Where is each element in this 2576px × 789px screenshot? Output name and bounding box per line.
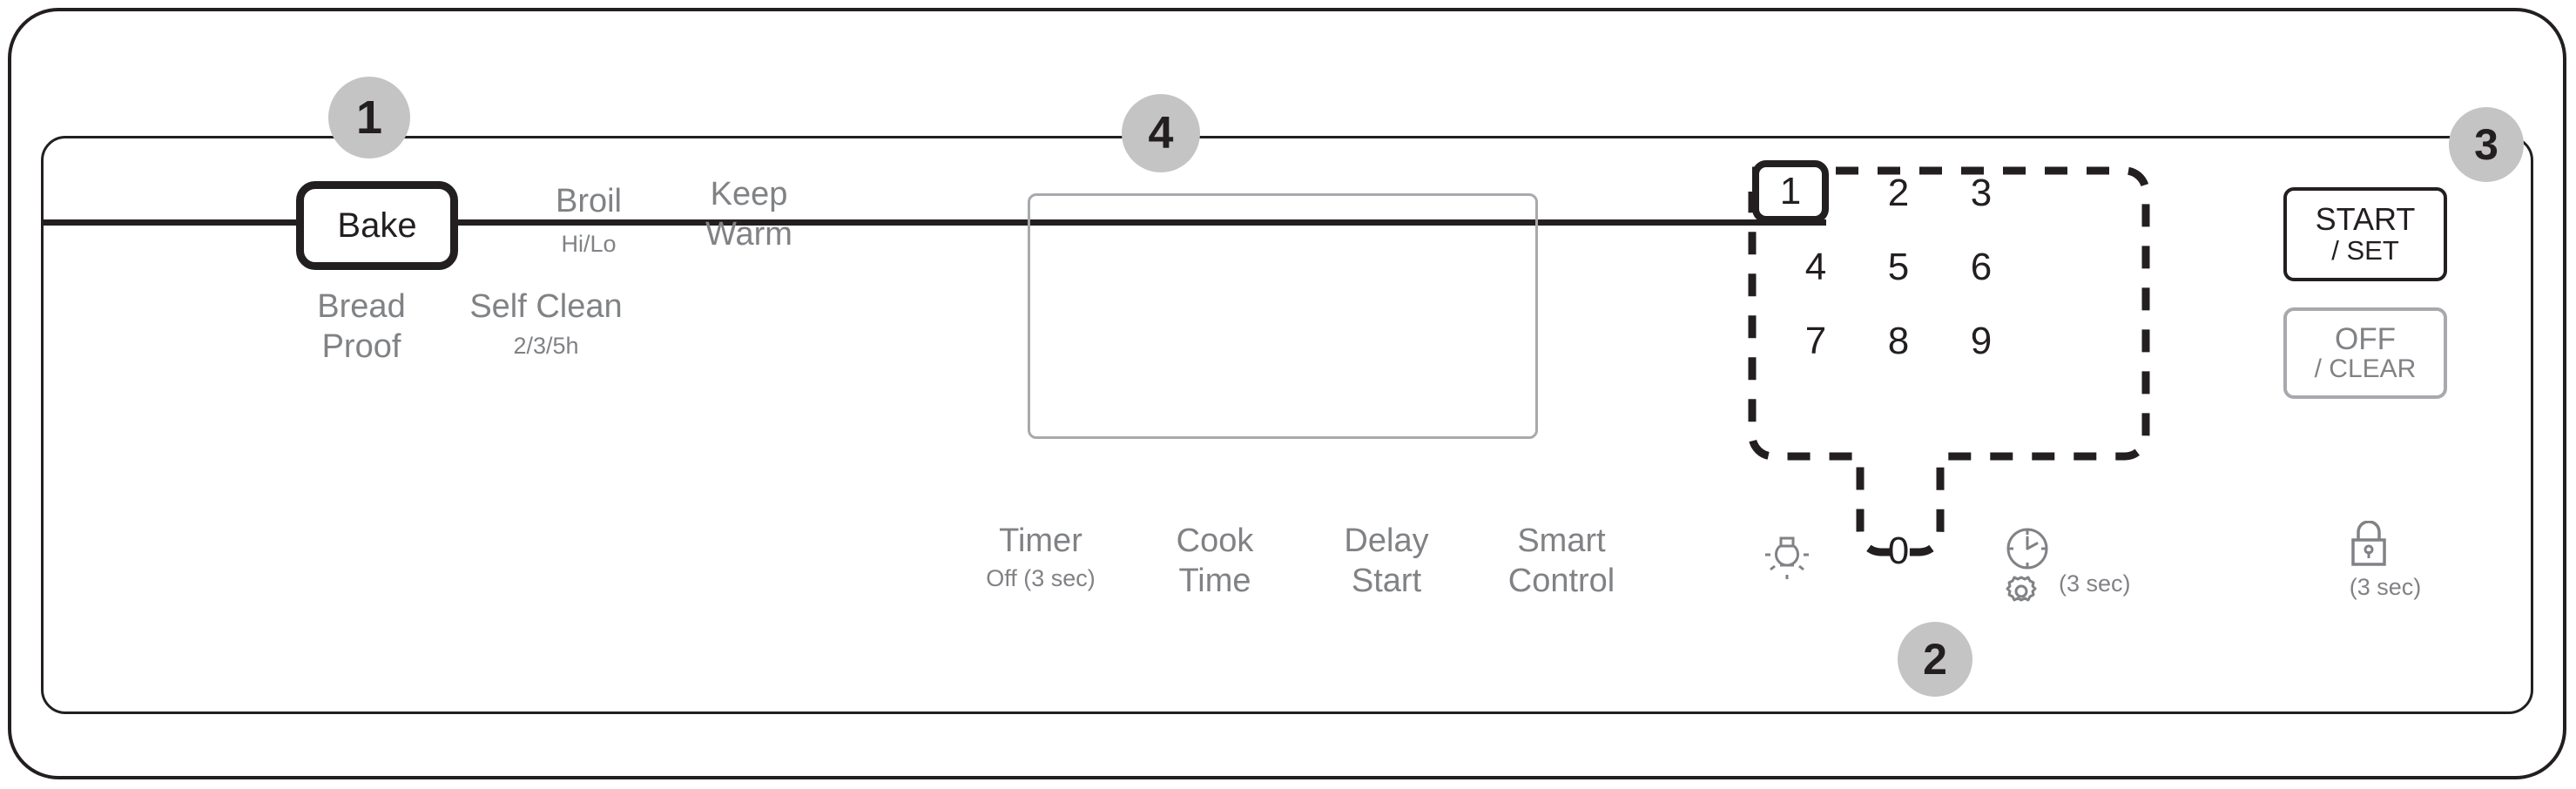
legend-smart-control: Control <box>1507 563 1615 599</box>
start-set-button[interactable]: START / SET <box>2283 187 2447 281</box>
legend-cook-time: Time <box>1178 563 1251 599</box>
gear-icon[interactable] <box>2003 573 2040 610</box>
keypad-key-1-label: 1 <box>1779 170 1802 212</box>
lock-hold-duration-label: (3 sec) <box>2349 574 2422 600</box>
keypad-key-1-highlighted[interactable]: 1 <box>1752 160 1829 223</box>
start-set-line2: / SET <box>2331 234 2399 266</box>
keypad-key-8[interactable]: 8 <box>1887 320 1910 362</box>
callout-badge-4: 4 <box>1122 94 1200 172</box>
legend-broil: Broil <box>555 183 623 219</box>
legend-smart: Smart <box>1517 523 1606 559</box>
legend-bread: Bread <box>317 288 406 325</box>
mode-row-divider-line <box>41 219 1826 226</box>
legend-self-clean: Self Clean <box>469 288 623 325</box>
start-set-line1: START <box>2315 201 2416 238</box>
keypad-key-9[interactable]: 9 <box>1970 320 1993 362</box>
legend-cook: Cook <box>1176 523 1254 559</box>
keypad-key-3[interactable]: 3 <box>1970 172 1993 214</box>
legend-self-clean-duration: 2/3/5h <box>513 333 579 359</box>
callout-badge-2: 2 <box>1898 622 1972 697</box>
lock-icon[interactable] <box>2346 521 2391 571</box>
keypad-key-4[interactable]: 4 <box>1804 246 1827 288</box>
off-clear-button[interactable]: OFF / CLEAR <box>2283 307 2447 399</box>
gear-hold-duration-label: (3 sec) <box>2059 570 2131 597</box>
outer-housing-frame <box>8 8 2566 779</box>
keypad-key-6[interactable]: 6 <box>1970 246 1993 288</box>
callout-badge-1: 1 <box>328 77 410 158</box>
keypad-key-5[interactable]: 5 <box>1887 246 1910 288</box>
bake-key[interactable]: Bake <box>296 181 458 270</box>
legend-delay-start: Start <box>1351 563 1422 599</box>
keypad-key-7[interactable]: 7 <box>1804 320 1827 362</box>
off-clear-line1: OFF <box>2335 322 2396 357</box>
legend-timer: Timer <box>999 523 1082 559</box>
display-window <box>1028 193 1538 439</box>
legend-warm: Warm <box>705 216 792 253</box>
callout-badge-3: 3 <box>2449 107 2524 182</box>
legend-keep: Keep <box>710 176 788 212</box>
keypad-key-0[interactable]: 0 <box>1887 529 1910 572</box>
light-bulb-icon[interactable] <box>1761 531 1813 583</box>
legend-delay: Delay <box>1344 523 1429 559</box>
legend-broil-hilo: Hi/Lo <box>561 231 617 257</box>
off-clear-line2: / CLEAR <box>2314 354 2417 384</box>
bake-key-label: Bake <box>337 206 417 245</box>
control-panel-frame <box>41 136 2533 714</box>
legend-timer-off: Off (3 sec) <box>986 565 1096 591</box>
legend-proof: Proof <box>321 328 401 365</box>
clock-icon[interactable] <box>2003 524 2052 573</box>
keypad-key-2[interactable]: 2 <box>1887 172 1910 214</box>
